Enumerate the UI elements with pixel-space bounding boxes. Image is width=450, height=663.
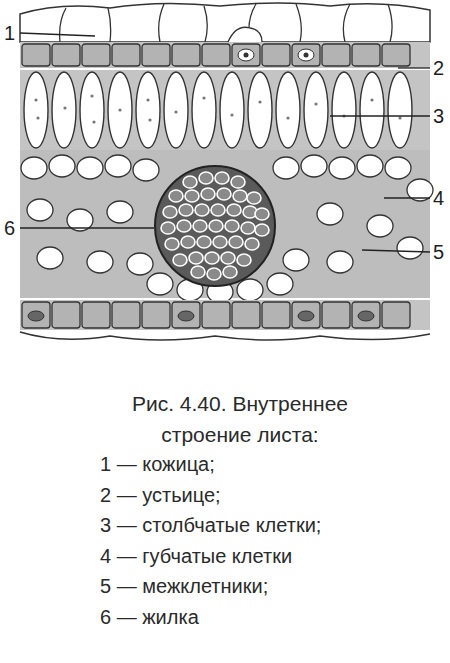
- callout-number: 5: [433, 240, 444, 264]
- lower-skin: [20, 300, 430, 340]
- spongy-layer: [20, 150, 433, 303]
- figure-caption: Рис. 4.40. Внутреннее строение листа:: [95, 388, 385, 450]
- legend-line: 4 — губчатые клетки: [100, 544, 292, 568]
- callout-number: 2: [433, 56, 444, 80]
- legend-line: 6 — жилка: [100, 605, 199, 629]
- legend-line: 3 — столбчатые клетки;: [100, 513, 321, 537]
- legend-line: 2 — устьице;: [100, 483, 221, 507]
- upper-skin: [20, 3, 430, 68]
- leader-lines: [20, 33, 430, 252]
- vein: [155, 166, 275, 286]
- legend-line: 5 — межклетники;: [100, 574, 268, 598]
- callout-number: 1: [4, 21, 15, 45]
- callout-number: 3: [433, 104, 444, 128]
- callout-number: 6: [4, 216, 15, 240]
- legend-line: 1 — кожица;: [100, 452, 215, 476]
- callout-number: 4: [433, 186, 444, 210]
- leaf-section: [0, 0, 450, 350]
- palisade-layer: [20, 70, 430, 150]
